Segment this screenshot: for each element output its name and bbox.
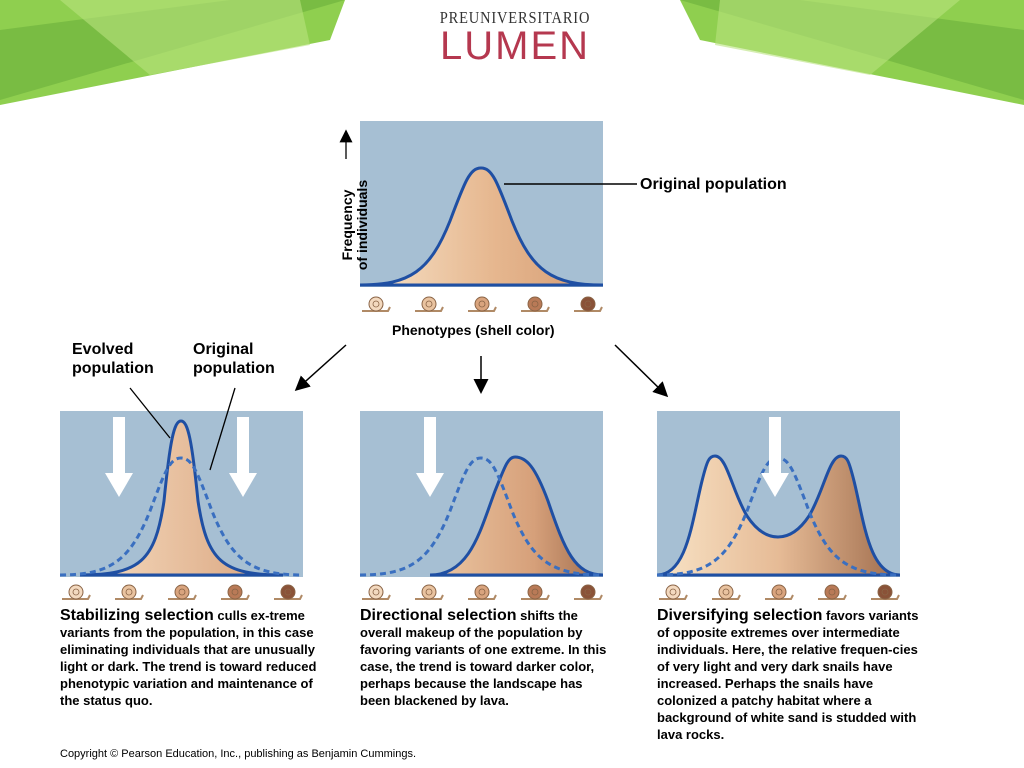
snail-icon bbox=[362, 584, 391, 600]
directional-panel bbox=[360, 411, 603, 577]
snail-icon bbox=[712, 584, 741, 600]
selection-arrow-left bbox=[416, 417, 444, 497]
arrow-to-stabilizing bbox=[294, 344, 347, 392]
snail-icon bbox=[62, 584, 91, 600]
snail-icon bbox=[115, 584, 144, 600]
original-population-curve bbox=[360, 166, 603, 287]
snail-icon bbox=[818, 584, 847, 600]
snail-icon bbox=[415, 584, 444, 600]
snail-icon bbox=[221, 584, 250, 600]
diversifying-evolved-curve bbox=[657, 454, 900, 577]
y-axis-label-line1: Frequency bbox=[339, 189, 355, 261]
directional-original-curve bbox=[360, 456, 603, 577]
original-distribution-panel bbox=[360, 121, 603, 287]
stabilizing-evolved-curve bbox=[79, 419, 284, 577]
snail-icon bbox=[362, 296, 391, 312]
selection-arrow-center bbox=[761, 417, 789, 497]
stabilizing-caption: Stabilizing selection culls ex-treme var… bbox=[60, 607, 322, 709]
snail-icon bbox=[168, 584, 197, 600]
y-axis-label-line2: of individuals bbox=[354, 179, 370, 271]
arrow-to-diversifying bbox=[614, 344, 669, 398]
diversifying-caption-title: Diversifying selection bbox=[657, 607, 823, 624]
original-population-label: Original population bbox=[193, 341, 275, 377]
snail-icon bbox=[521, 296, 550, 312]
snail-icon bbox=[468, 584, 497, 600]
selection-arrow-right bbox=[229, 417, 257, 497]
snail-icon bbox=[574, 296, 603, 312]
selection-arrow-left bbox=[105, 417, 133, 497]
snail-icon bbox=[765, 584, 794, 600]
original-population-callout: Original population bbox=[640, 176, 787, 193]
snail-icon bbox=[274, 584, 303, 600]
lumen-logo: PREUNIVERSITARIO LUMEN bbox=[400, 8, 630, 66]
snail-icon bbox=[659, 584, 688, 600]
stabilizing-caption-title: Stabilizing selection bbox=[60, 607, 214, 624]
snail-icon bbox=[468, 296, 497, 312]
copyright-notice: Copyright © Pearson Education, Inc., pub… bbox=[60, 748, 417, 760]
directional-caption-body: shifts the overall makeup of the populat… bbox=[360, 608, 607, 708]
stabilizing-caption-body: culls ex-treme variants from the populat… bbox=[60, 608, 317, 708]
snail-icon bbox=[871, 584, 900, 600]
stabilizing-panel bbox=[60, 411, 303, 577]
directional-caption: Directional selection shifts the overall… bbox=[360, 607, 610, 709]
evolved-population-label: Evolved population bbox=[72, 341, 154, 377]
snail-icon bbox=[574, 584, 603, 600]
diversifying-caption-body: favors variants of opposite extremes ove… bbox=[657, 608, 919, 742]
directional-caption-title: Directional selection bbox=[360, 607, 517, 624]
diversifying-panel bbox=[657, 411, 900, 577]
directional-evolved-curve bbox=[429, 455, 603, 577]
logo-subtitle: PREUNIVERSITARIO bbox=[439, 8, 591, 27]
snail-icon bbox=[521, 584, 550, 600]
diversifying-caption: Diversifying selection favors variants o… bbox=[657, 607, 919, 743]
header-decoration bbox=[0, 0, 1024, 105]
x-axis-label: Phenotypes (shell color) bbox=[392, 322, 555, 338]
snail-icon bbox=[415, 296, 444, 312]
stabilizing-original-curve bbox=[60, 456, 303, 577]
logo-title: LUMEN bbox=[439, 24, 591, 68]
